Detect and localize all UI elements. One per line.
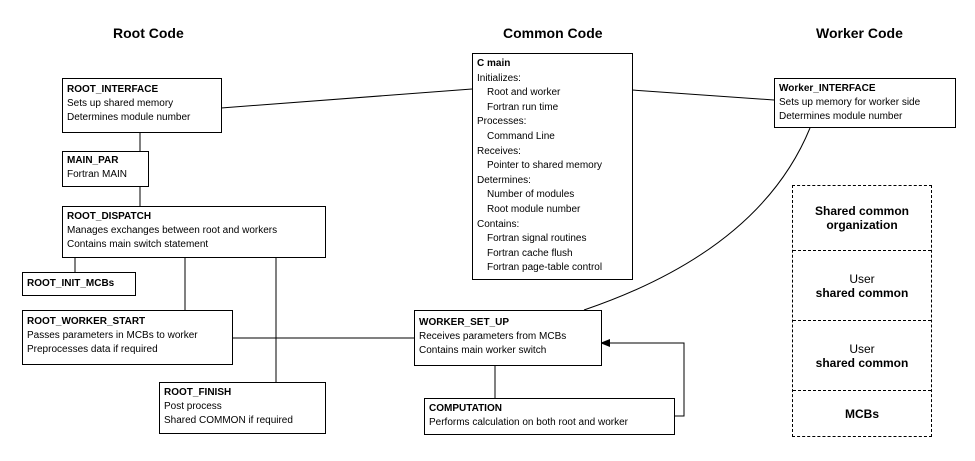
root-worker-start-box: ROOT_WORKER_START Passes parameters in M…	[22, 310, 233, 365]
c-main-title: C main	[477, 58, 511, 69]
worker-interface-box: Worker_INTERFACE Sets up memory for work…	[774, 78, 956, 128]
worker-set-up-line: Contains main worker switch	[419, 345, 547, 356]
shared-common-cell-line1: MCBs	[844, 406, 879, 421]
shared-common-cell-mcbs: MCBs	[793, 391, 931, 436]
root-init-mcbs-box: ROOT_INIT_MCBs	[22, 272, 136, 296]
c-main-line: Root and worker	[487, 87, 561, 99]
root-dispatch-line: Contains main switch statement	[67, 239, 209, 250]
shared-common-cell-line2: shared common	[815, 355, 909, 370]
shared-common-cell-user-2: User shared common	[793, 321, 931, 391]
main-par-box: MAIN_PAR Fortran MAIN	[62, 151, 149, 187]
root-finish-line: Post process	[164, 401, 222, 412]
c-main-line: Fortran cache flush	[487, 247, 573, 259]
c-main-line: Root module number	[487, 203, 581, 215]
shared-common-header: Shared common organization	[793, 186, 931, 251]
heading-common-code: Common Code	[503, 25, 603, 41]
root-worker-start-line: Preprocesses data if required	[27, 344, 158, 355]
c-main-line: Contains:	[477, 218, 520, 230]
connector-root-interface-cmain	[220, 88, 473, 109]
root-dispatch-box: ROOT_DISPATCH Manages exchanges between …	[62, 206, 326, 258]
worker-interface-title: Worker_INTERFACE	[779, 83, 876, 94]
shared-common-cell-line1: User	[849, 271, 875, 286]
shared-common-cell-line2: shared common	[815, 285, 909, 300]
root-interface-line: Determines module number	[67, 112, 191, 123]
c-main-line: Processes:	[477, 116, 527, 128]
shared-common-header-line: Shared common	[814, 204, 910, 218]
computation-box: COMPUTATION Performs calculation on both…	[424, 398, 675, 435]
shared-common-header-line: organization	[826, 218, 898, 232]
connector-computation-loop	[600, 339, 685, 417]
heading-root-code: Root Code	[113, 25, 184, 41]
root-finish-box: ROOT_FINISH Post process Shared COMMON i…	[159, 382, 326, 434]
c-main-line: Number of modules	[487, 189, 575, 201]
main-par-title: MAIN_PAR	[67, 155, 119, 166]
c-main-line: Determines:	[477, 174, 531, 186]
root-dispatch-title: ROOT_DISPATCH	[67, 211, 152, 222]
shared-common-cell-line1: User	[849, 341, 875, 356]
shared-common-organization: Shared common organization User shared c…	[792, 185, 932, 437]
main-par-line: Fortran MAIN	[67, 169, 128, 180]
c-main-line: Fortran run time	[487, 101, 559, 113]
connector-cmain-worker-interface	[631, 89, 775, 101]
root-interface-box: ROOT_INTERFACE Sets up shared memory Det…	[62, 78, 222, 133]
connector-worker-interface-worker-set-up	[583, 127, 811, 311]
root-dispatch-line: Manages exchanges between root and worke…	[67, 225, 278, 236]
worker-interface-line: Determines module number	[779, 111, 903, 122]
c-main-line: Receives:	[477, 145, 521, 157]
worker-set-up-title: WORKER_SET_UP	[419, 317, 510, 328]
worker-set-up-line: Receives parameters from MCBs	[419, 331, 567, 342]
c-main-line: Fortran signal routines	[487, 233, 587, 245]
root-finish-line: Shared COMMON if required	[164, 415, 293, 426]
root-worker-start-title: ROOT_WORKER_START	[27, 316, 146, 327]
heading-worker-code: Worker Code	[816, 25, 903, 41]
root-interface-line: Sets up shared memory	[67, 98, 174, 109]
worker-set-up-box: WORKER_SET_UP Receives parameters from M…	[414, 310, 602, 366]
computation-line: Performs calculation on both root and wo…	[429, 417, 628, 428]
root-interface-title: ROOT_INTERFACE	[67, 84, 159, 95]
c-main-line: Command Line	[487, 130, 555, 142]
c-main-line: Fortran page-table control	[487, 262, 603, 274]
c-main-line: Initializes:	[477, 72, 521, 84]
worker-interface-line: Sets up memory for worker side	[779, 97, 921, 108]
computation-title: COMPUTATION	[429, 403, 502, 414]
shared-common-cell-user-1: User shared common	[793, 251, 931, 321]
root-init-mcbs-title: ROOT_INIT_MCBs	[27, 278, 115, 289]
root-finish-title: ROOT_FINISH	[164, 387, 232, 398]
c-main-line: Pointer to shared memory	[487, 160, 603, 172]
root-worker-start-line: Passes parameters in MCBs to worker	[27, 330, 198, 341]
